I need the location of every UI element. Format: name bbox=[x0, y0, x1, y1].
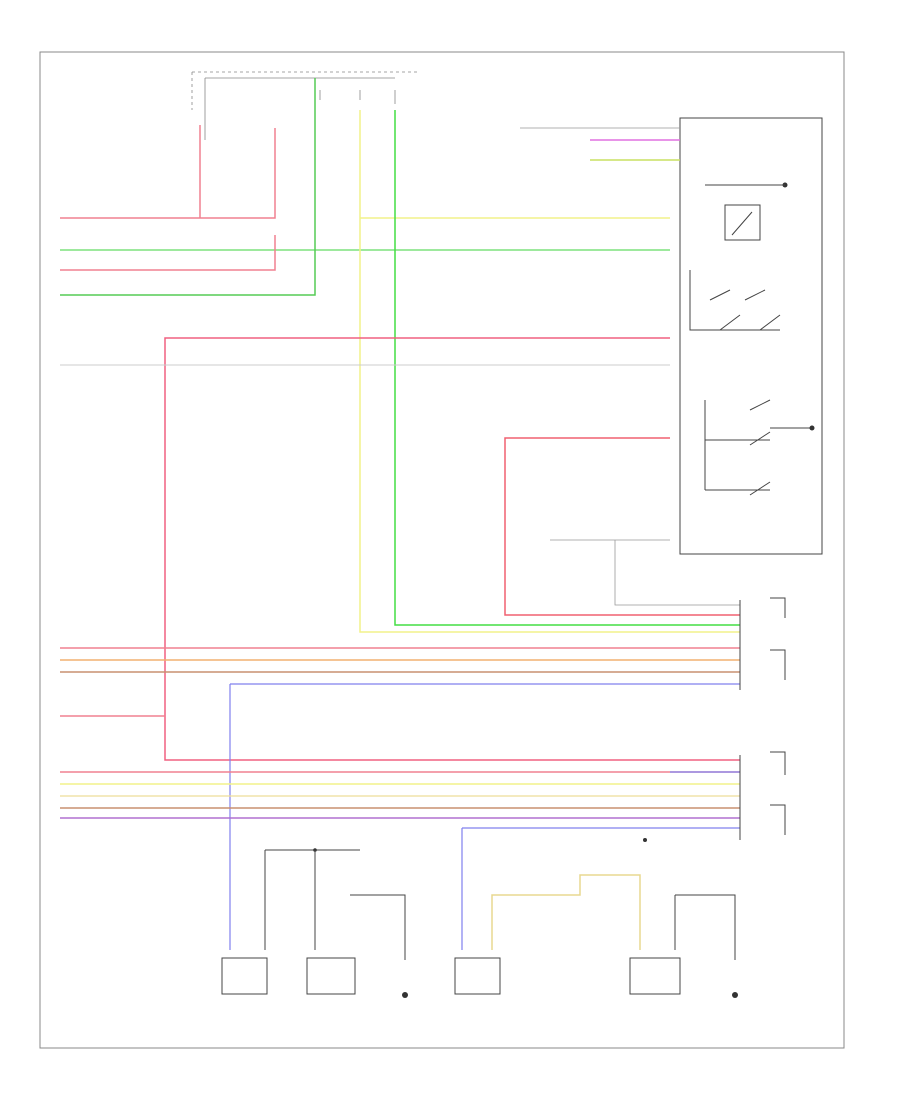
switch-ground-node bbox=[809, 425, 815, 431]
motor-rf-wiring bbox=[491, 874, 641, 950]
wire-red-3 bbox=[504, 437, 740, 616]
wire-blue-c bbox=[461, 827, 740, 950]
wire-red-1 bbox=[60, 128, 276, 219]
wire-pink-long bbox=[164, 337, 740, 761]
wire-blue-a bbox=[229, 683, 740, 950]
wire-yellow-main bbox=[359, 110, 740, 633]
right-connector bbox=[739, 751, 786, 840]
wire-green-2 bbox=[60, 78, 316, 296]
motor-left-front bbox=[221, 957, 268, 995]
motor-left-rear bbox=[306, 957, 356, 995]
motor-rr-wiring bbox=[674, 894, 736, 960]
switch-module-box bbox=[679, 117, 823, 555]
wire-red-2 bbox=[60, 235, 276, 271]
fuse-elements bbox=[319, 90, 396, 104]
module-switch-contacts bbox=[689, 270, 781, 331]
fuse-box-outline bbox=[191, 71, 420, 110]
motor-right-front bbox=[454, 957, 501, 995]
grd-right-node bbox=[643, 838, 647, 842]
fuse-box-inner bbox=[204, 77, 395, 140]
motor-lf-wiring bbox=[264, 849, 360, 950]
power-relay-switch bbox=[724, 204, 761, 241]
wire-gray-module bbox=[614, 540, 740, 606]
window-switch-contacts bbox=[704, 399, 812, 496]
left-connector bbox=[739, 597, 786, 690]
ground-right-node bbox=[732, 992, 738, 998]
wire-green-main bbox=[394, 110, 740, 626]
motor-right-rear bbox=[629, 957, 681, 995]
diagram-frame bbox=[39, 51, 845, 1049]
motor-lr-wiring bbox=[314, 850, 406, 960]
ground-left-node bbox=[402, 992, 408, 998]
